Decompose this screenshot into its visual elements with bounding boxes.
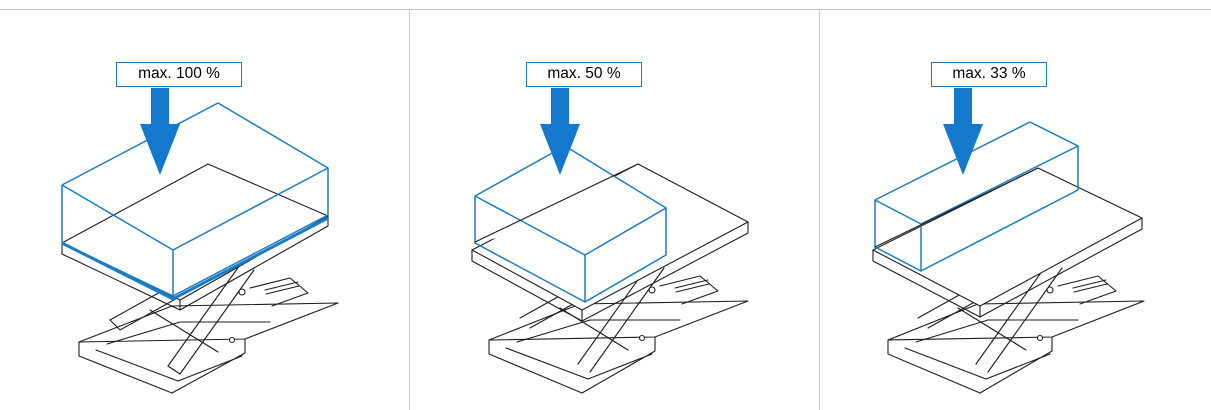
load-box-third [874,121,1079,272]
load-label-33: max. 33 % [931,62,1047,87]
scissor-lift-table [61,163,339,394]
panel-half-load: max. 50 % [410,10,810,410]
arrow-down-icon [943,88,983,175]
arrow-down-icon [540,88,580,175]
lift-table-half-load [471,88,749,394]
panel-divider [409,9,410,410]
scissor-lift-table [471,163,749,394]
load-box-full [61,102,329,301]
panel-third-load: max. 33 % [820,10,1211,410]
panel-divider [819,9,820,410]
lift-table-third-load [872,88,1145,394]
panel-full-load: max. 100 % [10,10,410,410]
lift-table-full-load [61,88,339,394]
scissor-lift-table [872,167,1145,394]
load-label-50: max. 50 % [526,62,642,87]
load-label-100: max. 100 % [116,62,242,87]
top-rule [0,9,1211,10]
arrow-down-icon [140,88,180,175]
